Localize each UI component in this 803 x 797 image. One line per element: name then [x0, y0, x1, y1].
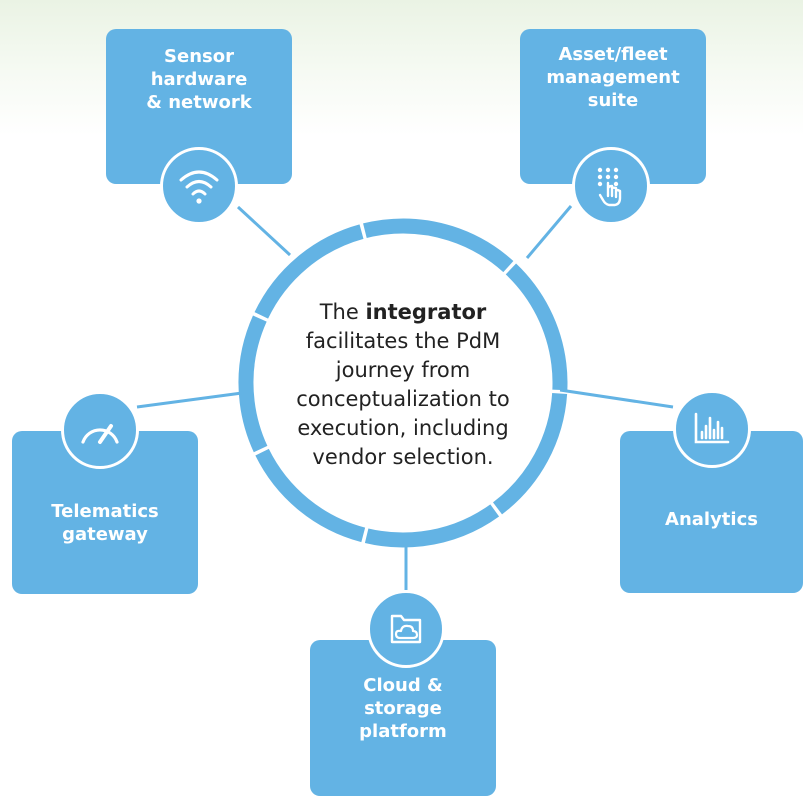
- speedometer-icon: [81, 424, 119, 444]
- asset-icon-badge: [572, 147, 650, 225]
- integrator-ring: [238, 218, 568, 548]
- touch-keypad-icon: [597, 167, 622, 207]
- node-sensor-label: Sensor hardware & network: [146, 46, 252, 113]
- wifi-icon: [179, 170, 219, 204]
- sensor-icon-badge: [160, 147, 238, 225]
- cloud-icon-badge: [367, 590, 445, 668]
- connector-analytics: [559, 388, 674, 409]
- bar-chart-icon: [694, 412, 730, 444]
- node-asset-label: Asset/fleet management suite: [546, 44, 680, 111]
- connector-asset: [525, 205, 573, 259]
- node-telematics-label: Telematics gateway: [51, 501, 159, 545]
- center-bold-term: integrator: [365, 300, 487, 324]
- connector-sensor: [236, 205, 292, 257]
- center-body: facilitates the PdM journey from concept…: [296, 329, 510, 469]
- integrator-description: The integrator facilitates the PdM journ…: [270, 270, 536, 500]
- node-analytics-label: Analytics: [665, 509, 758, 530]
- telematics-icon-badge: [61, 391, 139, 469]
- node-cloud-label: Cloud & storage platform: [359, 675, 447, 742]
- analytics-icon-badge: [673, 390, 751, 468]
- cloud-folder-icon: [390, 614, 422, 644]
- connector-telematics: [136, 391, 243, 409]
- center-prefix: The: [319, 300, 366, 324]
